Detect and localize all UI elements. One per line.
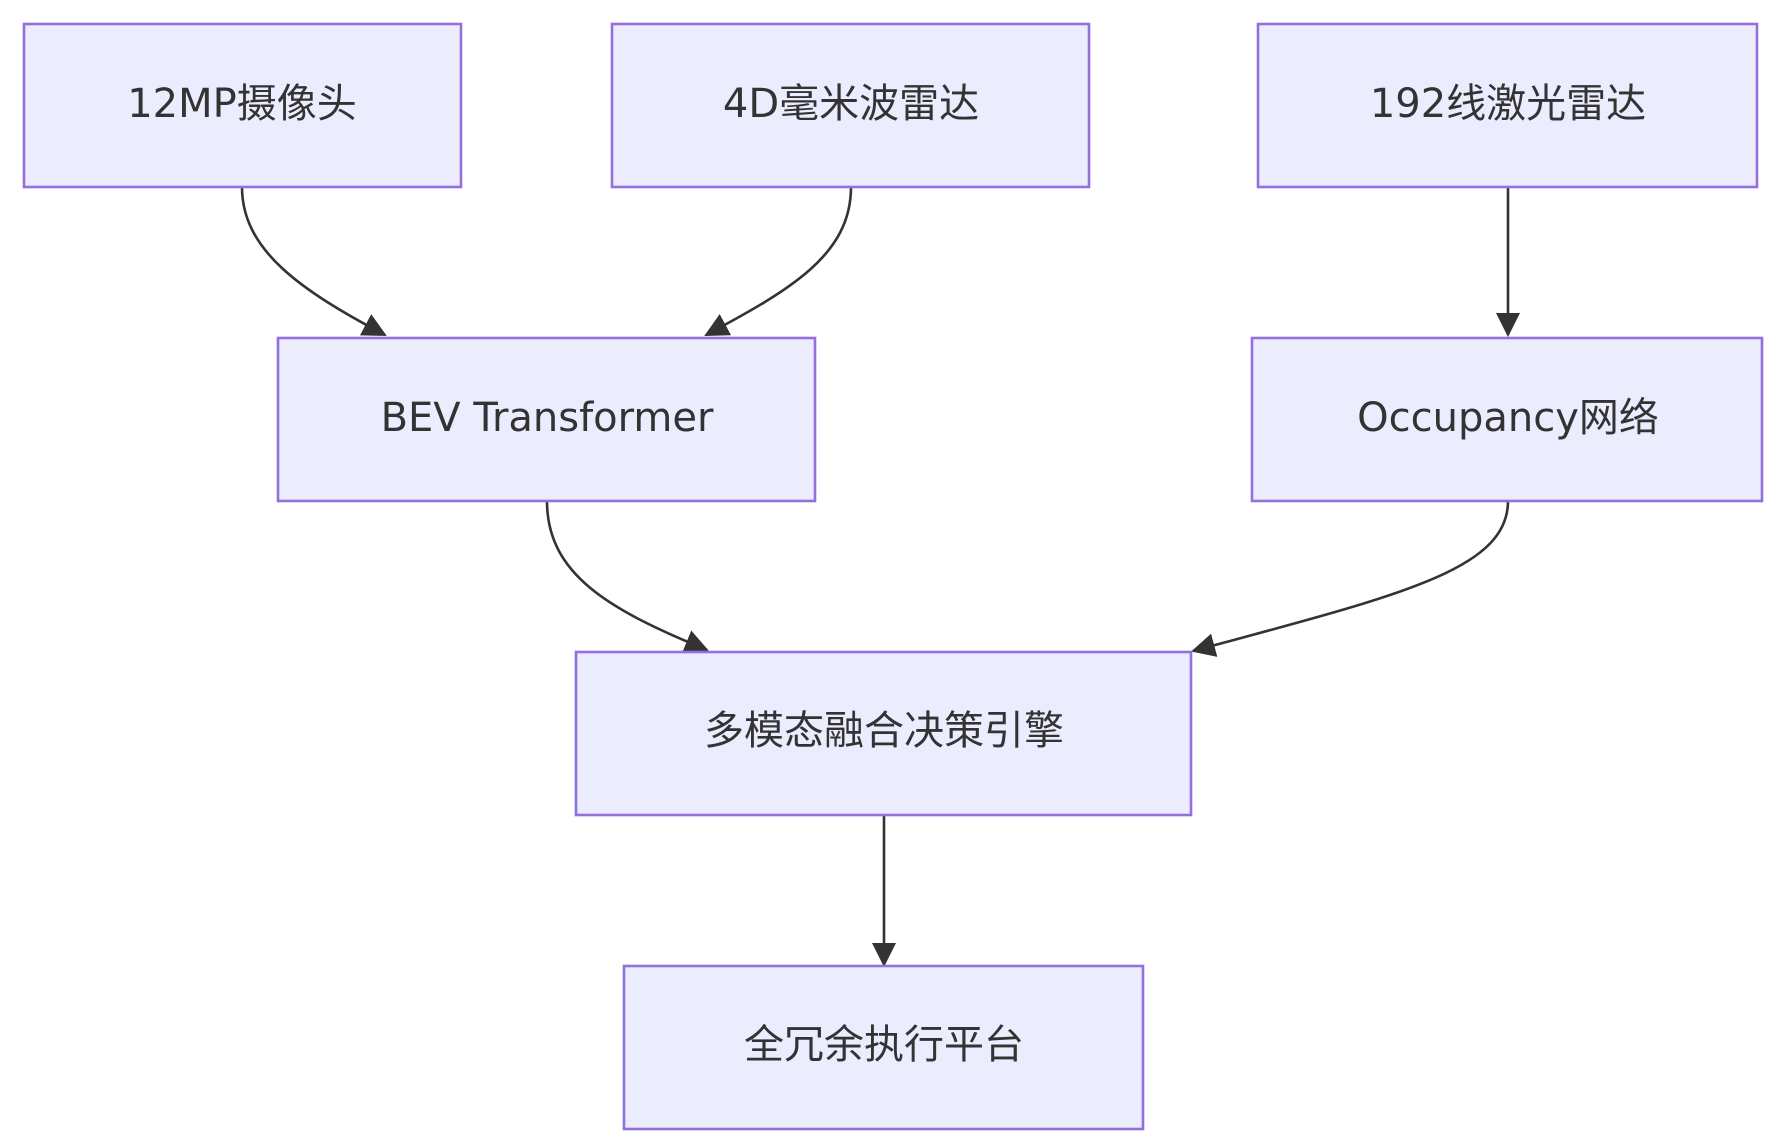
edge-occupancy-to-fusion	[1191, 500, 1510, 657]
node-lidar-label: 192线激光雷达	[1370, 81, 1646, 127]
edge-bev-to-fusion	[545, 500, 709, 653]
node-lidar[interactable]: 192线激光雷达	[1256, 22, 1759, 189]
node-camera-box	[22, 22, 463, 189]
node-lidar-box	[1256, 22, 1759, 189]
node-camera[interactable]: 12MP摄像头	[22, 22, 463, 189]
node-radar[interactable]: 4D毫米波雷达	[610, 22, 1091, 189]
node-radar-box	[610, 22, 1091, 189]
node-platform-label: 全冗余执行平台	[744, 1022, 1024, 1068]
node-platform[interactable]: 全冗余执行平台	[622, 964, 1145, 1131]
node-radar-label: 4D毫米波雷达	[723, 81, 979, 127]
node-bev[interactable]: BEV Transformer	[276, 336, 817, 503]
edge-radar-to-bev	[704, 186, 853, 337]
node-fusion[interactable]: 多模态融合决策引擎	[574, 650, 1193, 817]
node-platform-box	[622, 964, 1145, 1131]
edge-camera-to-bev	[240, 186, 387, 337]
node-camera-label: 12MP摄像头	[127, 81, 357, 127]
node-fusion-box	[574, 650, 1193, 817]
node-bev-label: BEV Transformer	[381, 395, 714, 441]
node-occupancy-box	[1250, 336, 1764, 503]
node-fusion-label: 多模态融合决策引擎	[704, 708, 1064, 754]
node-bev-box	[276, 336, 817, 503]
node-occupancy[interactable]: Occupancy网络	[1250, 336, 1764, 503]
edges	[240, 186, 1520, 967]
node-occupancy-label: Occupancy网络	[1357, 395, 1659, 441]
